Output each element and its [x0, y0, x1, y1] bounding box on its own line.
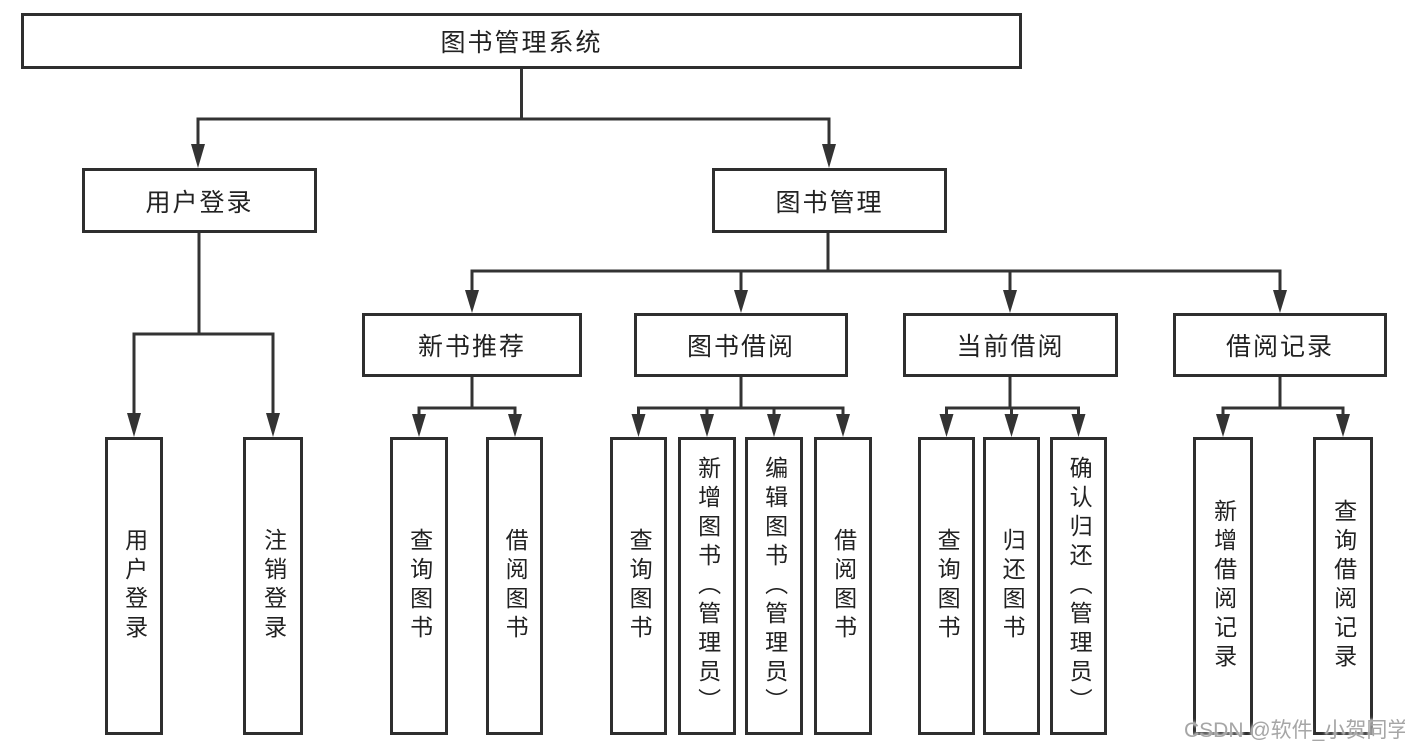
arrowhead [1273, 290, 1287, 313]
arrowhead [508, 414, 522, 437]
leaf-user-login: 用户登录 [105, 437, 163, 735]
arrowhead [631, 414, 646, 437]
node-user-login: 用户登录 [82, 168, 317, 233]
node-new-book-recommend: 新书推荐 [362, 313, 582, 377]
arrowhead [191, 144, 205, 168]
leaf-query-books-recommend-label: 查询图书 [406, 528, 433, 644]
leaf-add-book-admin: 新增图书（管理员） [678, 437, 736, 735]
leaf-query-books-borrow-label: 查询图书 [626, 528, 653, 644]
node-library-system: 图书管理系统 [21, 13, 1022, 69]
node-borrow-records-label: 借阅记录 [1225, 333, 1334, 361]
arrowhead [127, 413, 141, 437]
arrowhead [939, 414, 954, 437]
arrowhead [1216, 414, 1230, 437]
leaf-borrow-books-label: 借阅图书 [830, 528, 857, 644]
leaf-query-borrow-record: 查询借阅记录 [1313, 437, 1373, 735]
leaf-user-login-label: 用户登录 [121, 528, 148, 644]
leaf-borrow-books-recommend: 借阅图书 [486, 437, 543, 735]
arrowhead [767, 414, 781, 437]
leaf-query-books-borrow: 查询图书 [610, 437, 667, 735]
leaf-borrow-books: 借阅图书 [814, 437, 872, 735]
node-book-management: 图书管理 [712, 168, 947, 233]
leaf-add-borrow-record-label: 新增借阅记录 [1210, 499, 1237, 673]
node-library-system-label: 图书管理系统 [440, 29, 603, 57]
leaf-add-book-admin-label: 新增图书（管理员） [694, 455, 721, 717]
leaf-confirm-return-admin: 确认归还（管理员） [1050, 437, 1107, 735]
node-current-borrow-label: 当前借阅 [956, 333, 1065, 361]
arrowhead [412, 414, 426, 437]
arrowhead [1003, 290, 1017, 313]
node-book-borrow-label: 图书借阅 [686, 333, 795, 361]
leaf-return-book: 归还图书 [983, 437, 1040, 735]
node-new-book-recommend-label: 新书推荐 [417, 333, 526, 361]
arrowhead [1004, 414, 1019, 437]
leaf-edit-book-admin-label: 编辑图书（管理员） [761, 455, 788, 717]
leaf-query-books-recommend: 查询图书 [390, 437, 448, 735]
node-user-login-label: 用户登录 [145, 188, 254, 217]
arrowhead [465, 290, 479, 313]
arrowhead [734, 290, 748, 313]
node-book-borrow: 图书借阅 [634, 313, 848, 377]
leaf-query-books-current-label: 查询图书 [934, 528, 961, 644]
leaf-edit-book-admin: 编辑图书（管理员） [745, 437, 803, 735]
node-borrow-records: 借阅记录 [1173, 313, 1387, 377]
arrowhead [1071, 414, 1086, 437]
node-book-management-label: 图书管理 [775, 188, 884, 217]
leaf-logout-login-label: 注销登录 [260, 528, 287, 644]
leaf-query-books-current: 查询图书 [918, 437, 975, 735]
node-current-borrow: 当前借阅 [903, 313, 1118, 377]
leaf-add-borrow-record: 新增借阅记录 [1193, 437, 1253, 735]
leaf-confirm-return-admin-label: 确认归还（管理员） [1066, 455, 1093, 717]
leaf-logout-login: 注销登录 [243, 437, 303, 735]
leaf-return-book-label: 归还图书 [999, 528, 1026, 644]
csdn-watermark: CSDN @软件_小贺同学 [1184, 719, 1405, 742]
arrowhead [1336, 414, 1350, 437]
arrowhead [822, 144, 836, 168]
arrowhead [700, 414, 714, 437]
arrowhead [836, 414, 850, 437]
leaf-borrow-books-recommend-label: 借阅图书 [502, 528, 529, 644]
arrowhead [266, 413, 280, 437]
leaf-query-borrow-record-label: 查询借阅记录 [1330, 499, 1357, 673]
